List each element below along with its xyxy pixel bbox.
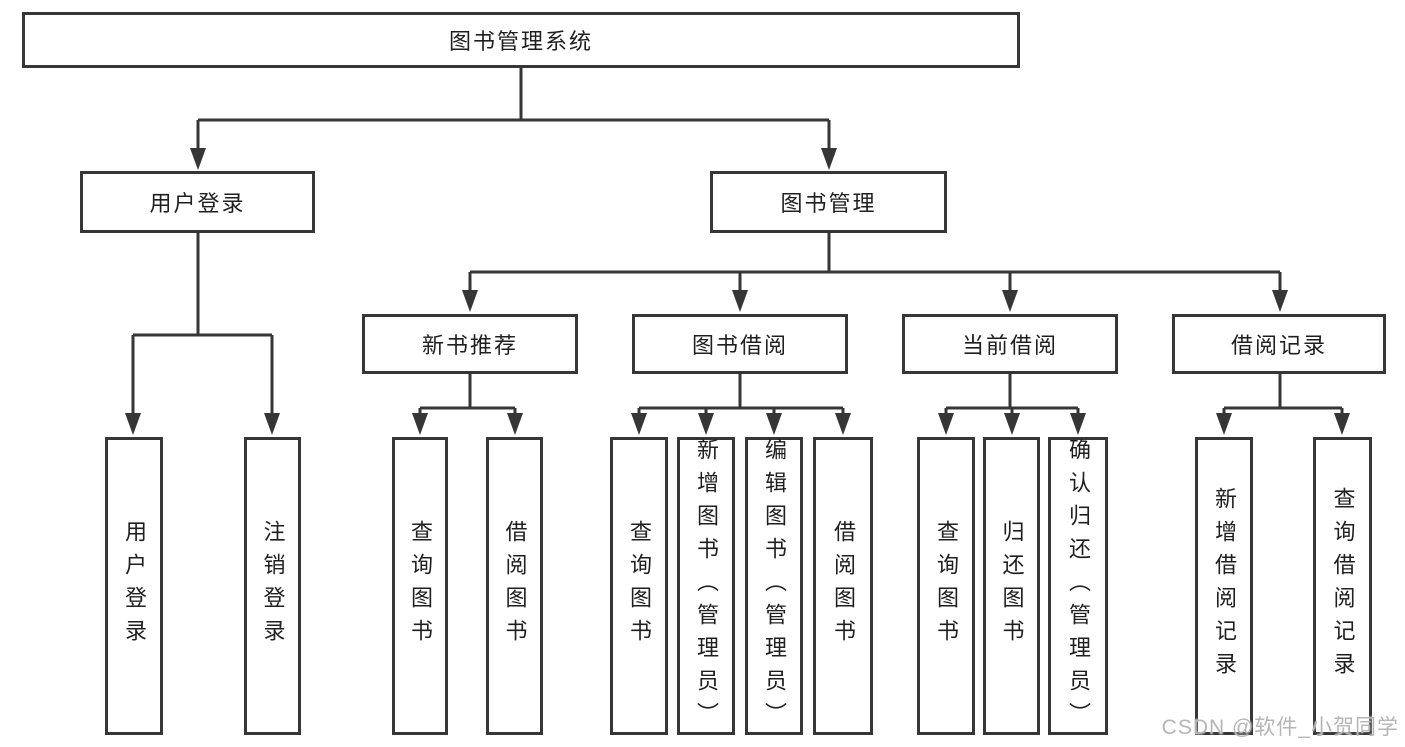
leaf-borrow-books-rec: 借阅图书 <box>486 437 543 735</box>
node-user-login-label: 用户登录 <box>149 191 246 216</box>
leaf-query-books-current-label: 查询图书 <box>934 520 959 652</box>
node-book-borrow: 图书借阅 <box>632 314 848 374</box>
leaf-logout-label: 注销登录 <box>260 520 286 652</box>
leaf-confirm-return-admin: 确认归还（管理员） <box>1048 437 1108 735</box>
connector-root-to-level2 <box>196 68 831 151</box>
leaf-add-books-admin-label: 新增图书（管理员） <box>694 437 719 735</box>
arrowhead <box>766 413 782 435</box>
node-current-borrow-label: 当前借阅 <box>961 333 1058 358</box>
node-borrow-record: 借阅记录 <box>1172 314 1386 374</box>
leaf-query-borrow-record-label: 查询借阅记录 <box>1330 487 1356 685</box>
leaf-logout: 注销登录 <box>244 437 301 735</box>
node-book-management-label: 图书管理 <box>780 191 877 216</box>
node-book-management: 图书管理 <box>710 171 947 233</box>
leaf-user-login: 用户登录 <box>105 437 163 735</box>
node-user-login: 用户登录 <box>80 171 315 233</box>
arrowhead <box>1272 290 1288 312</box>
arrowhead <box>125 413 141 435</box>
connector-current-borrow-to-children <box>944 374 1080 416</box>
node-new-book-recommend-label: 新书推荐 <box>421 333 518 358</box>
node-current-borrow: 当前借阅 <box>902 314 1118 374</box>
leaf-user-login-label: 用户登录 <box>122 520 147 652</box>
node-book-borrow-label: 图书借阅 <box>691 333 788 358</box>
arrowhead <box>1002 290 1018 312</box>
arrowhead <box>507 413 523 435</box>
arrowhead <box>190 148 206 170</box>
node-root-library-system: 图书管理系统 <box>22 12 1020 68</box>
csdn-watermark: CSDN @软件_小贺同学 <box>1161 716 1399 739</box>
arrowhead <box>1004 413 1020 435</box>
arrowhead <box>698 413 714 435</box>
leaf-borrow-books-label: 借阅图书 <box>831 520 856 652</box>
arrowhead <box>821 148 837 170</box>
leaf-query-books-rec: 查询图书 <box>392 437 448 735</box>
arrowhead <box>1334 413 1350 435</box>
leaf-query-books-rec-label: 查询图书 <box>408 520 433 652</box>
node-borrow-record-label: 借阅记录 <box>1230 333 1327 358</box>
leaf-query-books-borrow-label: 查询图书 <box>627 520 652 652</box>
leaf-edit-books-admin-label: 编辑图书（管理员） <box>762 437 787 735</box>
arrowhead <box>412 413 428 435</box>
leaf-query-books-current: 查询图书 <box>917 437 975 735</box>
leaf-add-books-admin: 新增图书（管理员） <box>677 437 735 735</box>
arrowhead <box>732 290 748 312</box>
leaf-query-borrow-record: 查询借阅记录 <box>1313 437 1372 735</box>
leaf-borrow-books-rec-label: 借阅图书 <box>502 520 528 652</box>
leaf-return-books: 归还图书 <box>983 437 1040 735</box>
leaf-add-borrow-record: 新增借阅记录 <box>1195 437 1253 735</box>
connector-book-borrow-to-children <box>637 374 845 416</box>
node-root-label: 图书管理系统 <box>448 29 593 54</box>
arrowhead <box>1070 413 1086 435</box>
arrowhead <box>631 413 647 435</box>
arrowhead <box>1216 413 1232 435</box>
arrowhead <box>835 413 851 435</box>
connector-book-mgmt-to-level3 <box>468 233 1282 293</box>
leaf-edit-books-admin: 编辑图书（管理员） <box>745 437 803 735</box>
connector-new-book-rec-to-children <box>418 374 517 416</box>
arrowhead <box>462 290 478 312</box>
connector-user-login-to-children <box>131 233 274 416</box>
leaf-return-books-label: 归还图书 <box>999 520 1025 652</box>
connector-borrow-record-to-children <box>1222 374 1344 416</box>
arrowhead <box>264 413 280 435</box>
leaf-add-borrow-record-label: 新增借阅记录 <box>1212 487 1237 685</box>
leaf-query-books-borrow: 查询图书 <box>610 437 668 735</box>
leaf-confirm-return-admin-label: 确认归还（管理员） <box>1066 437 1091 735</box>
arrowheads <box>125 148 1350 435</box>
node-new-book-recommend: 新书推荐 <box>362 314 578 374</box>
leaf-borrow-books: 借阅图书 <box>813 437 873 735</box>
arrowhead <box>938 413 954 435</box>
